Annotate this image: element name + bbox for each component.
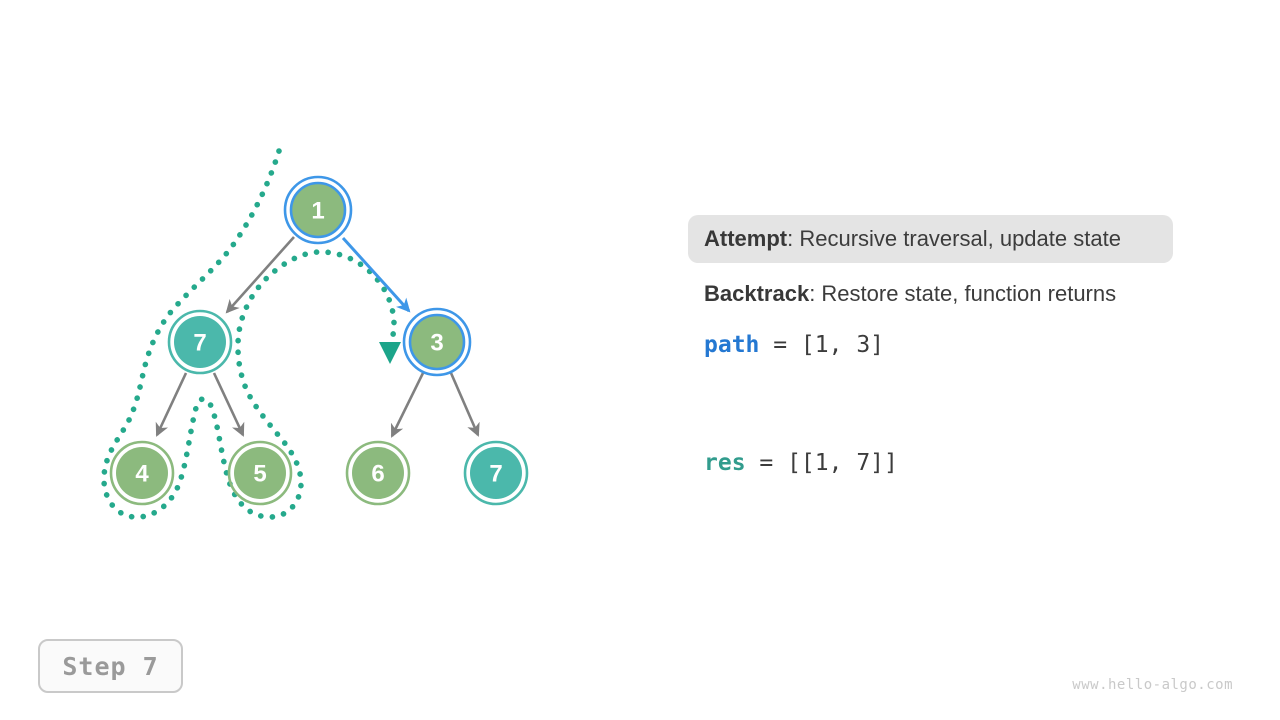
watermark: www.hello-algo.com	[1072, 677, 1233, 693]
edge-7-5	[212, 372, 245, 437]
attempt-note: Attempt: Recursive traversal, update sta…	[688, 215, 1173, 263]
svg-text:7: 7	[489, 461, 502, 488]
tree-node-1: 1	[283, 175, 353, 245]
svg-text:7: 7	[193, 330, 206, 357]
edge-7-4	[155, 372, 188, 437]
traversal-trace	[101, 148, 397, 520]
res-value: = [[1, 7]]	[745, 450, 898, 476]
svg-text:3: 3	[430, 330, 443, 357]
svg-text:4: 4	[135, 461, 149, 488]
edge-3-7	[449, 372, 480, 437]
path-value: = [1, 3]	[759, 332, 885, 358]
svg-text:1: 1	[311, 198, 324, 225]
attempt-label: Attempt	[704, 226, 788, 251]
res-variable: res	[704, 450, 746, 476]
trace-arrow-icon	[379, 342, 401, 364]
edge-1-3-current	[341, 236, 411, 313]
tree-node-6: 6	[345, 440, 411, 506]
tree-node-4: 4	[109, 440, 175, 506]
edge-1-7	[225, 236, 295, 314]
tree-node-3: 3	[402, 307, 472, 377]
tree-node-7-right: 7	[463, 440, 529, 506]
edge-3-6	[390, 372, 425, 438]
svg-text:5: 5	[253, 461, 266, 488]
backtrack-label: Backtrack	[704, 281, 810, 306]
backtrack-note: Backtrack: Restore state, function retur…	[704, 281, 1116, 307]
tree-node-5: 5	[227, 440, 293, 506]
step-label: Step 7	[62, 651, 159, 681]
path-variable: path	[704, 332, 760, 358]
res-state-line: res = [[1, 7]]	[704, 450, 898, 476]
attempt-text: : Recursive traversal, update state	[787, 226, 1121, 251]
tree-node-7-left: 7	[167, 309, 233, 375]
step-badge: Step 7	[38, 639, 183, 693]
svg-text:6: 6	[371, 461, 384, 488]
backtrack-text: : Restore state, function returns	[809, 281, 1117, 306]
path-state-line: path = [1, 3]	[704, 332, 884, 358]
